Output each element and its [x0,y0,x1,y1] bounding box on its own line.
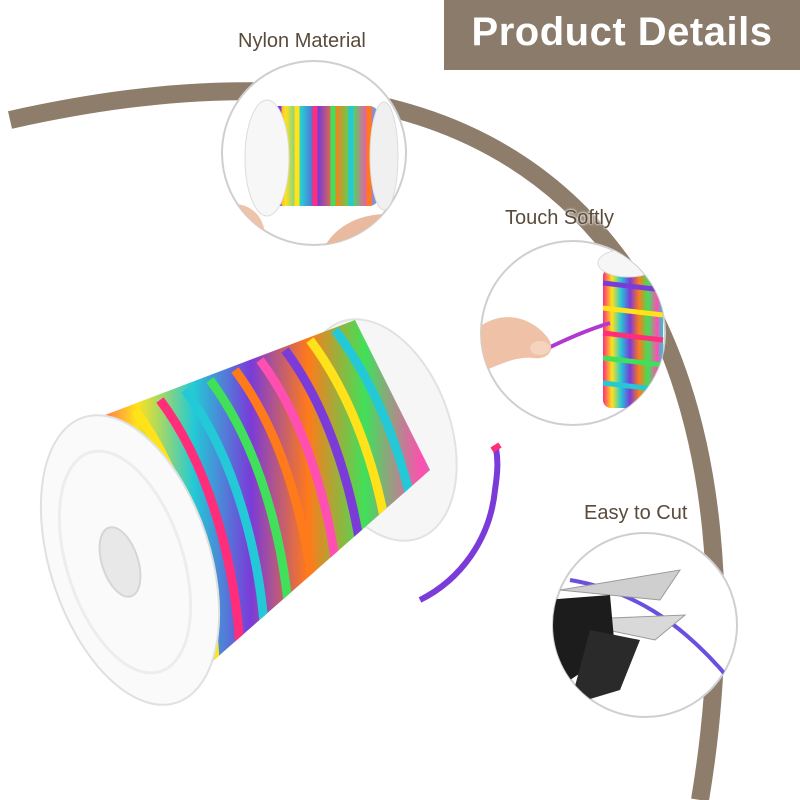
rainbow-cord-spool-icon [39,318,502,706]
nylon-material-label: Nylon Material [238,30,366,52]
finger-touching-cord-icon [480,240,666,426]
touch-softly-label: Touch Softly [505,207,614,229]
spool-in-hand-icon [221,60,407,246]
banner-title: Product Details [471,10,773,54]
product-details-banner: Product Details [444,0,800,70]
easy-to-cut-label: Easy to Cut [584,502,688,524]
scissors-cutting-cord-icon [552,532,738,718]
